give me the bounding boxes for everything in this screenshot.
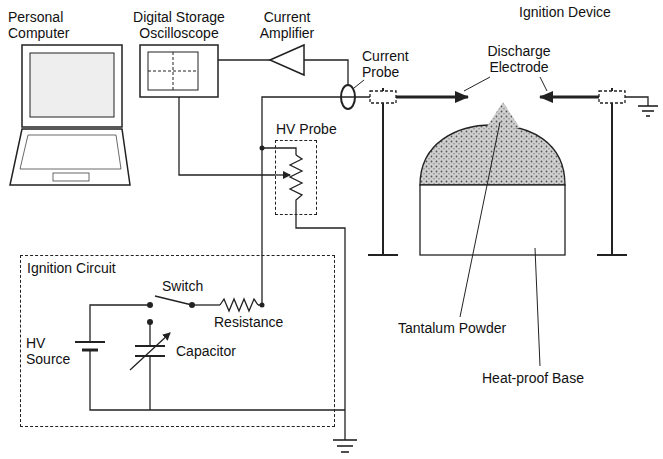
personal-computer: Personal Computer	[8, 45, 130, 195]
electrode-label: Discharge Electrode	[474, 43, 564, 75]
base-label: Heat-proof Base	[482, 370, 602, 386]
signal-wire	[218, 59, 270, 60]
current-amplifier: Current Amplifier	[270, 45, 304, 75]
powder-label: Tantalum Powder	[398, 320, 528, 336]
scope-outline	[140, 45, 218, 97]
resistor-label: Resistance	[214, 314, 304, 330]
node-heading: Personal Computer	[8, 9, 108, 41]
laptop-outline	[8, 45, 130, 195]
triangle-outline	[270, 45, 304, 75]
oscilloscope: Digital Storage Oscilloscope	[140, 45, 218, 97]
switch-label: Switch	[162, 278, 222, 294]
source-label: HV Source	[26, 335, 74, 367]
node-heading: Digital Storage Oscilloscope	[119, 9, 239, 41]
signal-wire	[179, 97, 275, 175]
node-heading: Ignition Circuit	[27, 260, 157, 276]
device-label: Ignition Device	[505, 4, 625, 20]
node-heading: Current Amplifier	[247, 9, 327, 41]
hv-probe: HV Probe	[275, 140, 317, 215]
capacitor-label: Capacitor	[176, 343, 256, 359]
probe-label: Current Probe	[362, 48, 432, 80]
node-heading: HV Probe	[276, 121, 346, 137]
